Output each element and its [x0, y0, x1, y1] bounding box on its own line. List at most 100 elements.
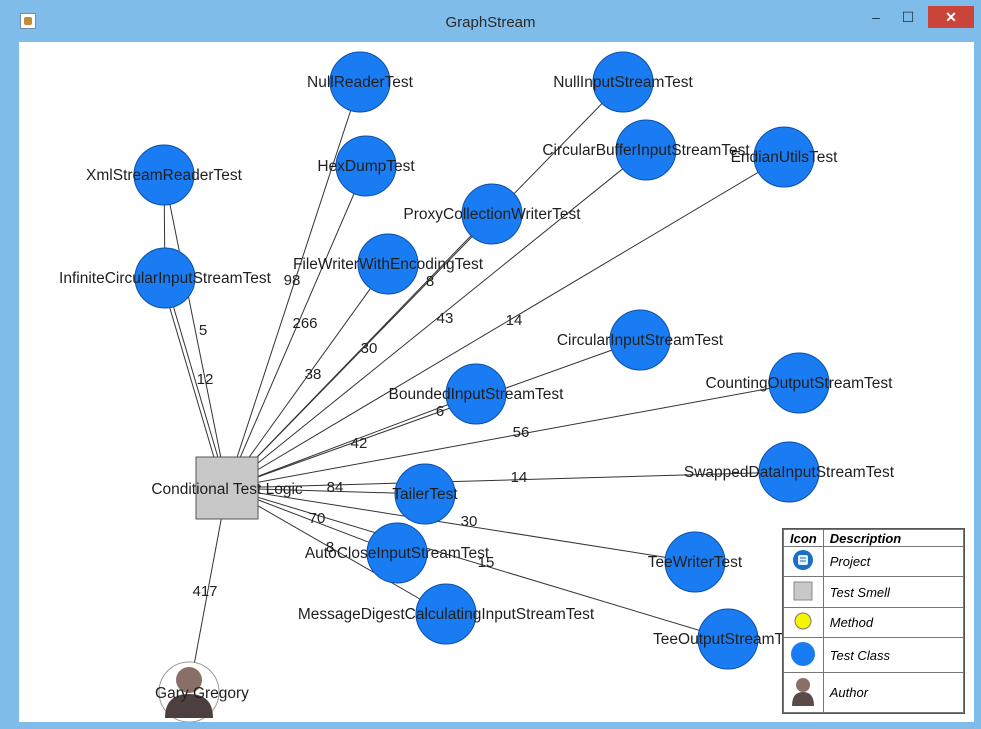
edge-8: [164, 277, 228, 489]
edge-9: [226, 339, 641, 489]
edge-weight-label: 12: [197, 371, 214, 388]
test-class-node: [415, 583, 477, 645]
edge-weight-label: 15: [478, 554, 495, 571]
node-label: NullReaderTest: [307, 74, 414, 91]
edge-weight-label: 417: [192, 583, 217, 600]
edge-11: [226, 382, 800, 489]
edge-0: [226, 81, 361, 489]
edge-10: [226, 393, 477, 489]
edge-weight-label: 70: [309, 510, 326, 527]
test-class-node: [366, 522, 428, 584]
close-button[interactable]: ✕: [928, 6, 974, 28]
edge-weight-label: 8: [426, 273, 434, 290]
edge-weight-label: 8: [326, 539, 334, 556]
node-label: TeeWriterTest: [648, 554, 743, 571]
test-class-node: [335, 135, 397, 197]
minimize-button[interactable]: –: [872, 9, 880, 25]
maximize-button[interactable]: ☐: [901, 8, 915, 25]
project-icon: [783, 545, 824, 578]
edge-2: [226, 165, 367, 489]
test-smell-label: Conditional Test Logic: [151, 481, 303, 498]
edge-weight-label: 5: [199, 322, 207, 339]
edge-weight-label: 84: [327, 479, 344, 496]
node-label: CircularBufferInputStreamTest: [542, 142, 750, 159]
test-class-node: [768, 352, 830, 414]
test-class-icon: [783, 637, 824, 674]
edge-weight-label: 98: [284, 272, 301, 289]
edge-double: [160, 277, 224, 489]
window-title: GraphStream: [445, 14, 536, 31]
legend-label-test-smell: Test Smell: [822, 576, 965, 608]
edge-weight-label: 43: [437, 310, 454, 327]
edge-17: [226, 487, 729, 640]
edge-weight-label: 38: [305, 366, 322, 383]
edge-4: [226, 156, 785, 489]
test-class-node: [758, 441, 820, 503]
node-label: AutoCloseInputStreamTest: [305, 545, 490, 562]
node-label: EndianUtilsTest: [731, 149, 839, 166]
author-face: [176, 667, 202, 693]
edge-weight-label: 6: [436, 403, 444, 420]
node-label: BoundedInputStreamTest: [389, 386, 565, 403]
edge-13: [226, 487, 426, 495]
test-class-node: [357, 233, 419, 295]
test-smell-icon: [783, 576, 824, 608]
node-label: MessageDigestCalculatingInputStreamTest: [298, 606, 595, 623]
test-class-node: [609, 309, 671, 371]
edge-weight-label: 14: [511, 469, 528, 486]
test-class-node: [394, 463, 456, 525]
legend-label-method: Method: [822, 606, 965, 639]
node-label: XmlStreamReaderTest: [86, 167, 243, 184]
test-class-node: [592, 51, 654, 113]
node-label: NullInputStreamTest: [553, 74, 693, 91]
node-label: FileWriterWithEncodingTest: [293, 256, 484, 273]
edge-weight-label: 56: [513, 424, 530, 441]
method-icon: [783, 606, 824, 639]
legend-header-description: Description: [822, 529, 965, 547]
node-label: CountingOutputStreamTest: [706, 375, 894, 392]
edge-weight-label: 42: [351, 435, 368, 452]
legend-label-test-class: Test Class: [822, 637, 965, 674]
edge-weight-label: 30: [361, 340, 378, 357]
test-class-node: [664, 531, 726, 593]
java-app-icon[interactable]: [20, 13, 36, 29]
edge-author: [188, 487, 228, 693]
edge-12: [226, 471, 790, 489]
node-label: TailerTest: [392, 486, 458, 503]
legend-header-icon: Icon: [783, 529, 824, 547]
graph-nodes: [133, 51, 830, 722]
edge-6: [226, 263, 389, 489]
legend-label-project: Project: [822, 545, 965, 578]
edge-3: [226, 149, 647, 489]
edge-7: [163, 174, 228, 489]
test-class-node: [753, 126, 815, 188]
edge-16: [226, 487, 447, 615]
test-class-node: [445, 363, 507, 425]
author-body: [165, 694, 213, 718]
edge-14: [226, 487, 696, 563]
edge-weight-label: 30: [461, 513, 478, 530]
test-class-node: [697, 608, 759, 670]
author-icon: [783, 672, 824, 713]
node-label: InfiniteCircularInputStreamTest: [59, 270, 272, 287]
test-class-node: [461, 183, 523, 245]
author-label: Gary Gregory: [155, 685, 249, 702]
title-bar[interactable]: GraphStream – ☐ ✕: [0, 0, 981, 40]
test-class-node: [133, 144, 195, 206]
node-label: ProxyCollectionWriterTest: [403, 206, 581, 223]
node-label: CircularInputStreamTest: [557, 332, 724, 349]
test-class-node: [329, 51, 391, 113]
test-class-node: [134, 247, 196, 309]
graph-edges: [160, 81, 800, 693]
graph-node-labels: NullReaderTest NullInputStreamTestHexDump…: [59, 74, 895, 702]
test-class-node: [615, 119, 677, 181]
node-label: SwappedDataInputStreamTest: [684, 464, 895, 481]
edge-weight-label: 266: [292, 315, 317, 332]
legend: Icon Description Project Test Smell: [782, 528, 965, 714]
test-smell-node: [195, 456, 259, 520]
node-label: HexDumpTest: [317, 158, 415, 175]
